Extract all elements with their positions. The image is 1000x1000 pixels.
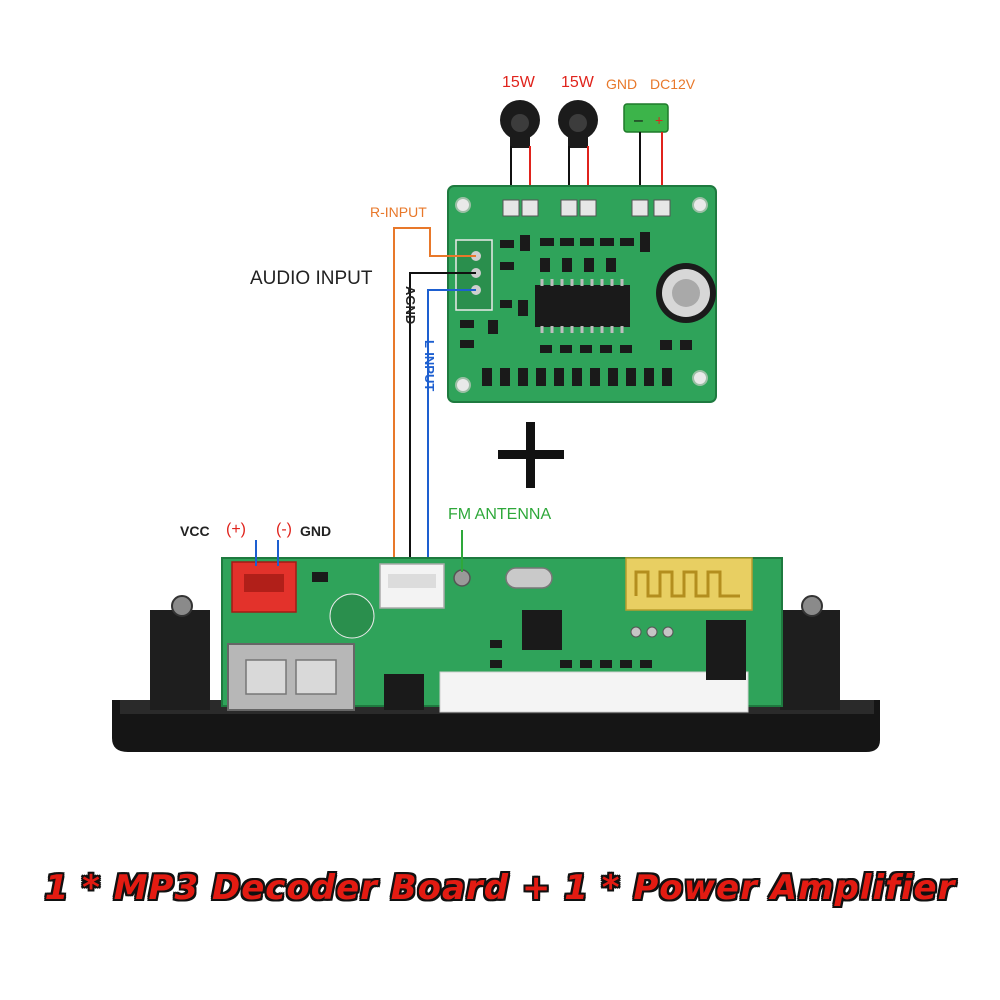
plus-sign: [498, 422, 564, 488]
vcc-label: VCC: [180, 523, 210, 539]
vcc-plus-label: (+): [226, 521, 246, 538]
input-wires: [393, 227, 476, 572]
decoder-gnd-label: GND: [300, 523, 332, 539]
speaker-jack-left: [500, 100, 540, 148]
l-input-label: L-INPUT: [422, 340, 437, 392]
r-input-label: R-INPUT: [370, 204, 427, 220]
amplifier-board: [447, 185, 717, 403]
dc12v-label: DC12V: [650, 76, 696, 92]
fm-antenna-label: FM ANTENNA: [448, 506, 552, 523]
decoder-panel: [112, 557, 880, 752]
svg-text:–: –: [634, 112, 643, 129]
speaker-jack-right: [558, 100, 598, 148]
decoder-power-leads: [255, 530, 463, 572]
product-caption: 1 * MP3 Decoder Board + 1 * Power Amplif…: [44, 868, 956, 908]
gnd-minus-label: (-): [276, 521, 292, 538]
audio-input-label: AUDIO INPUT: [250, 268, 373, 289]
gnd-label: GND: [606, 76, 638, 92]
agnd-label: AGND: [403, 286, 418, 325]
speaker-right-label: 15W: [561, 74, 594, 91]
svg-text:+: +: [655, 112, 663, 128]
dc-power-connector: – +: [623, 103, 669, 133]
speaker-left-label: 15W: [502, 74, 535, 91]
